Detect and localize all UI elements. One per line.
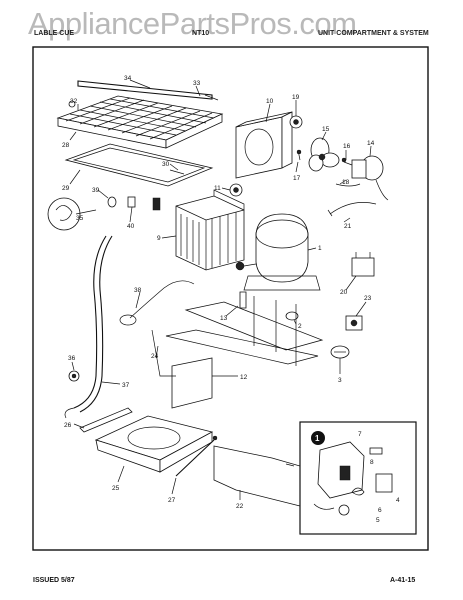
callout-20: 20 [340, 289, 348, 296]
callout-6: 6 [378, 507, 382, 514]
callout-18: 18 [342, 179, 350, 186]
part-clip-17 [296, 149, 302, 161]
part-overload-23 [345, 315, 363, 331]
callout-22: 22 [236, 503, 244, 510]
part-40 [127, 196, 136, 208]
part-harness-38 [119, 280, 195, 326]
part-mount-13 [239, 291, 247, 309]
callout-7: 7 [358, 431, 362, 438]
callout-17: 17 [293, 175, 301, 182]
part-evaporator [175, 189, 245, 271]
watermark: AppliancePartsPros.com [28, 6, 357, 41]
part-base-rails [165, 296, 324, 409]
callout-1: 1 [318, 245, 322, 252]
part-panel-22 [213, 445, 301, 507]
part-wire-24 [151, 329, 176, 377]
part-drain-tray [64, 143, 214, 187]
callout-16: 16 [343, 143, 351, 150]
part-compressor [235, 213, 321, 291]
callout-10: 10 [266, 98, 274, 105]
callout-34: 34 [124, 75, 132, 82]
inset-detail-box [299, 421, 417, 535]
callout-25: 25 [112, 485, 120, 492]
callout-11: 11 [214, 185, 221, 192]
callout-12: 12 [240, 374, 248, 381]
callout-28: 28 [62, 142, 70, 149]
callout-37: 37 [122, 382, 130, 389]
callout-33: 33 [193, 80, 201, 87]
inset-marker-label: 1 [315, 434, 320, 443]
callout-14: 14 [367, 140, 375, 147]
header-left: LABLE CUE [34, 30, 75, 37]
header-title: UNIT COMPARTMENT & SYSTEM [318, 30, 429, 37]
part-drain-tube [64, 235, 113, 419]
footer-page-code: A-41-15 [390, 577, 416, 584]
callout-9: 9 [157, 235, 161, 242]
part-rod-27 [175, 435, 218, 477]
part-relay-20 [351, 252, 375, 277]
callout-40: 40 [127, 223, 135, 230]
callout-32: 32 [70, 98, 78, 105]
callout-4: 4 [396, 497, 400, 504]
part-grommet-11 [229, 183, 243, 197]
part-drain-pan [94, 415, 214, 473]
callout-3: 3 [338, 377, 342, 384]
part-condenser [56, 95, 224, 149]
callout-5: 5 [376, 517, 380, 524]
callout-23: 23 [364, 295, 372, 302]
callout-26: 26 [64, 422, 72, 429]
callout-38: 38 [134, 287, 142, 294]
part-fitting-36 [68, 370, 80, 382]
callout-21: 21 [344, 223, 352, 230]
callout-15: 15 [322, 126, 330, 133]
part-38-relay [152, 197, 161, 211]
footer-issued: ISSUED 5/87 [33, 577, 75, 584]
callout-36: 36 [68, 355, 76, 362]
callout-30: 30 [162, 161, 170, 168]
part-fan-shroud [235, 111, 293, 179]
callout-2: 2 [298, 323, 302, 330]
callout-24: 24 [151, 353, 159, 360]
callout-29: 29 [62, 185, 70, 192]
part-39 [107, 196, 117, 208]
callout-35: 35 [76, 215, 84, 222]
header-model: NT10 [192, 30, 210, 37]
part-fan-motor [341, 155, 389, 201]
part-fan-blade [308, 137, 340, 172]
part-clip-3 [330, 345, 350, 359]
callout-8: 8 [370, 459, 374, 466]
part-detail-35 [47, 197, 81, 231]
part-wire-harness [327, 183, 377, 217]
part-rail-26 [79, 407, 133, 433]
callout-27: 27 [168, 497, 176, 504]
callout-19: 19 [292, 94, 300, 101]
diagram-frame [32, 46, 429, 551]
callout-39: 39 [92, 187, 100, 194]
part-grommet-19 [289, 115, 303, 129]
part-grommet-2 [285, 311, 299, 321]
callout-13: 13 [220, 315, 228, 322]
callout-labels: 34 33 32 28 10 19 15 16 14 30 29 17 18 3… [62, 75, 400, 524]
leader-lines [69, 79, 372, 500]
part-tube-top [77, 80, 219, 101]
